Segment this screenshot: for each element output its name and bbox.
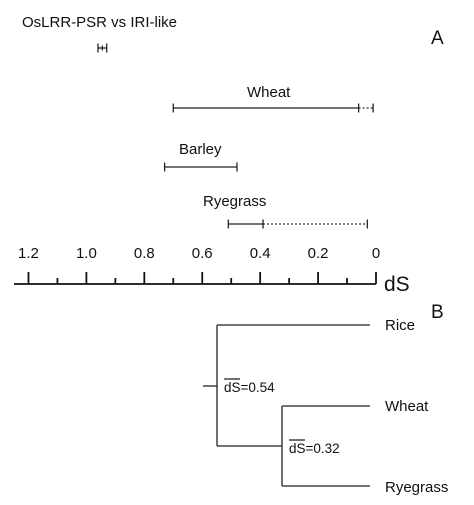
- panel-a: A OsLRR-PSR vs IRI-like Wheat Barley Rye…: [14, 14, 444, 296]
- tick-label-1: 1.0: [76, 245, 97, 262]
- node-inner-label: dS=0.32: [289, 441, 340, 456]
- tick-label-4: 0.4: [250, 245, 271, 262]
- ds-axis-unit: dS: [384, 273, 410, 296]
- panel-a-title: OsLRR-PSR vs IRI-like: [22, 14, 177, 31]
- ds-axis: 1.2 1.0 0.8 0.6 0.4 0.2 0 dS: [14, 245, 410, 296]
- range-row-0: [97, 43, 108, 53]
- ds-axis-ticks: [27, 272, 377, 284]
- node-inner-equals: =: [306, 441, 314, 456]
- panel-b-letter: B: [431, 302, 444, 323]
- range-row-3: Ryegrass: [203, 193, 368, 229]
- node-root-value: 0.54: [248, 380, 275, 395]
- tick-label-6: 0: [372, 245, 380, 262]
- range-2-label: Barley: [179, 141, 222, 158]
- taxon-ryegrass: Ryegrass: [385, 479, 448, 496]
- taxon-wheat: Wheat: [385, 398, 429, 415]
- node-root-symbol: dS: [224, 380, 241, 395]
- tree: [203, 324, 370, 487]
- node-inner-symbol: dS: [289, 441, 306, 456]
- range-3-label: Ryegrass: [203, 193, 266, 210]
- range-row-1: Wheat: [172, 84, 374, 113]
- tick-label-3: 0.6: [192, 245, 213, 262]
- node-root-equals: =: [241, 380, 249, 395]
- node-inner-value: 0.32: [313, 441, 339, 456]
- panel-b: B Rice Wheat Ryegrass dS=0.54 dS=0.32: [203, 302, 448, 496]
- tick-label-0: 1.2: [18, 245, 39, 262]
- node-label-root: dS=0.54: [224, 378, 275, 395]
- range-row-2: Barley: [163, 141, 238, 172]
- panel-a-letter: A: [431, 28, 444, 49]
- node-label-inner: dS=0.32: [289, 439, 340, 456]
- range-1-label: Wheat: [247, 84, 291, 101]
- tick-label-2: 0.8: [134, 245, 155, 262]
- node-root-label: dS=0.54: [224, 380, 275, 395]
- taxon-rice: Rice: [385, 317, 415, 334]
- tick-label-5: 0.2: [308, 245, 329, 262]
